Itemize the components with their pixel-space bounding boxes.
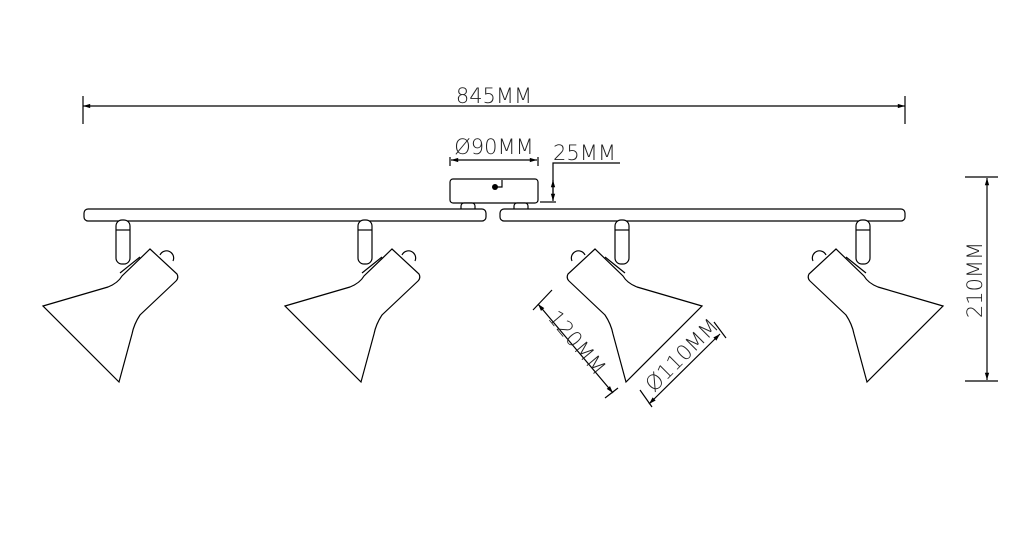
overall-height-dimension: 210MM	[963, 176, 998, 382]
canopy-height-dimension: 25MM	[540, 141, 620, 203]
overall-length-label: 845MM	[456, 84, 532, 108]
shade-length-label: 120MM	[543, 306, 610, 380]
overall-length-dimension: 845MM	[82, 84, 906, 124]
canopy-height-label: 25MM	[553, 141, 616, 165]
right-bar	[499, 208, 906, 222]
canopy	[449, 178, 539, 214]
overall-height-label: 210MM	[963, 242, 987, 318]
spotlight-2	[284, 219, 421, 383]
spotlight-4	[807, 219, 944, 383]
left-bar	[83, 208, 487, 222]
spotlight-1	[42, 219, 179, 383]
canopy-diameter-dimension: Ø90MM	[449, 135, 539, 166]
canopy-diameter-label: Ø90MM	[454, 135, 534, 159]
